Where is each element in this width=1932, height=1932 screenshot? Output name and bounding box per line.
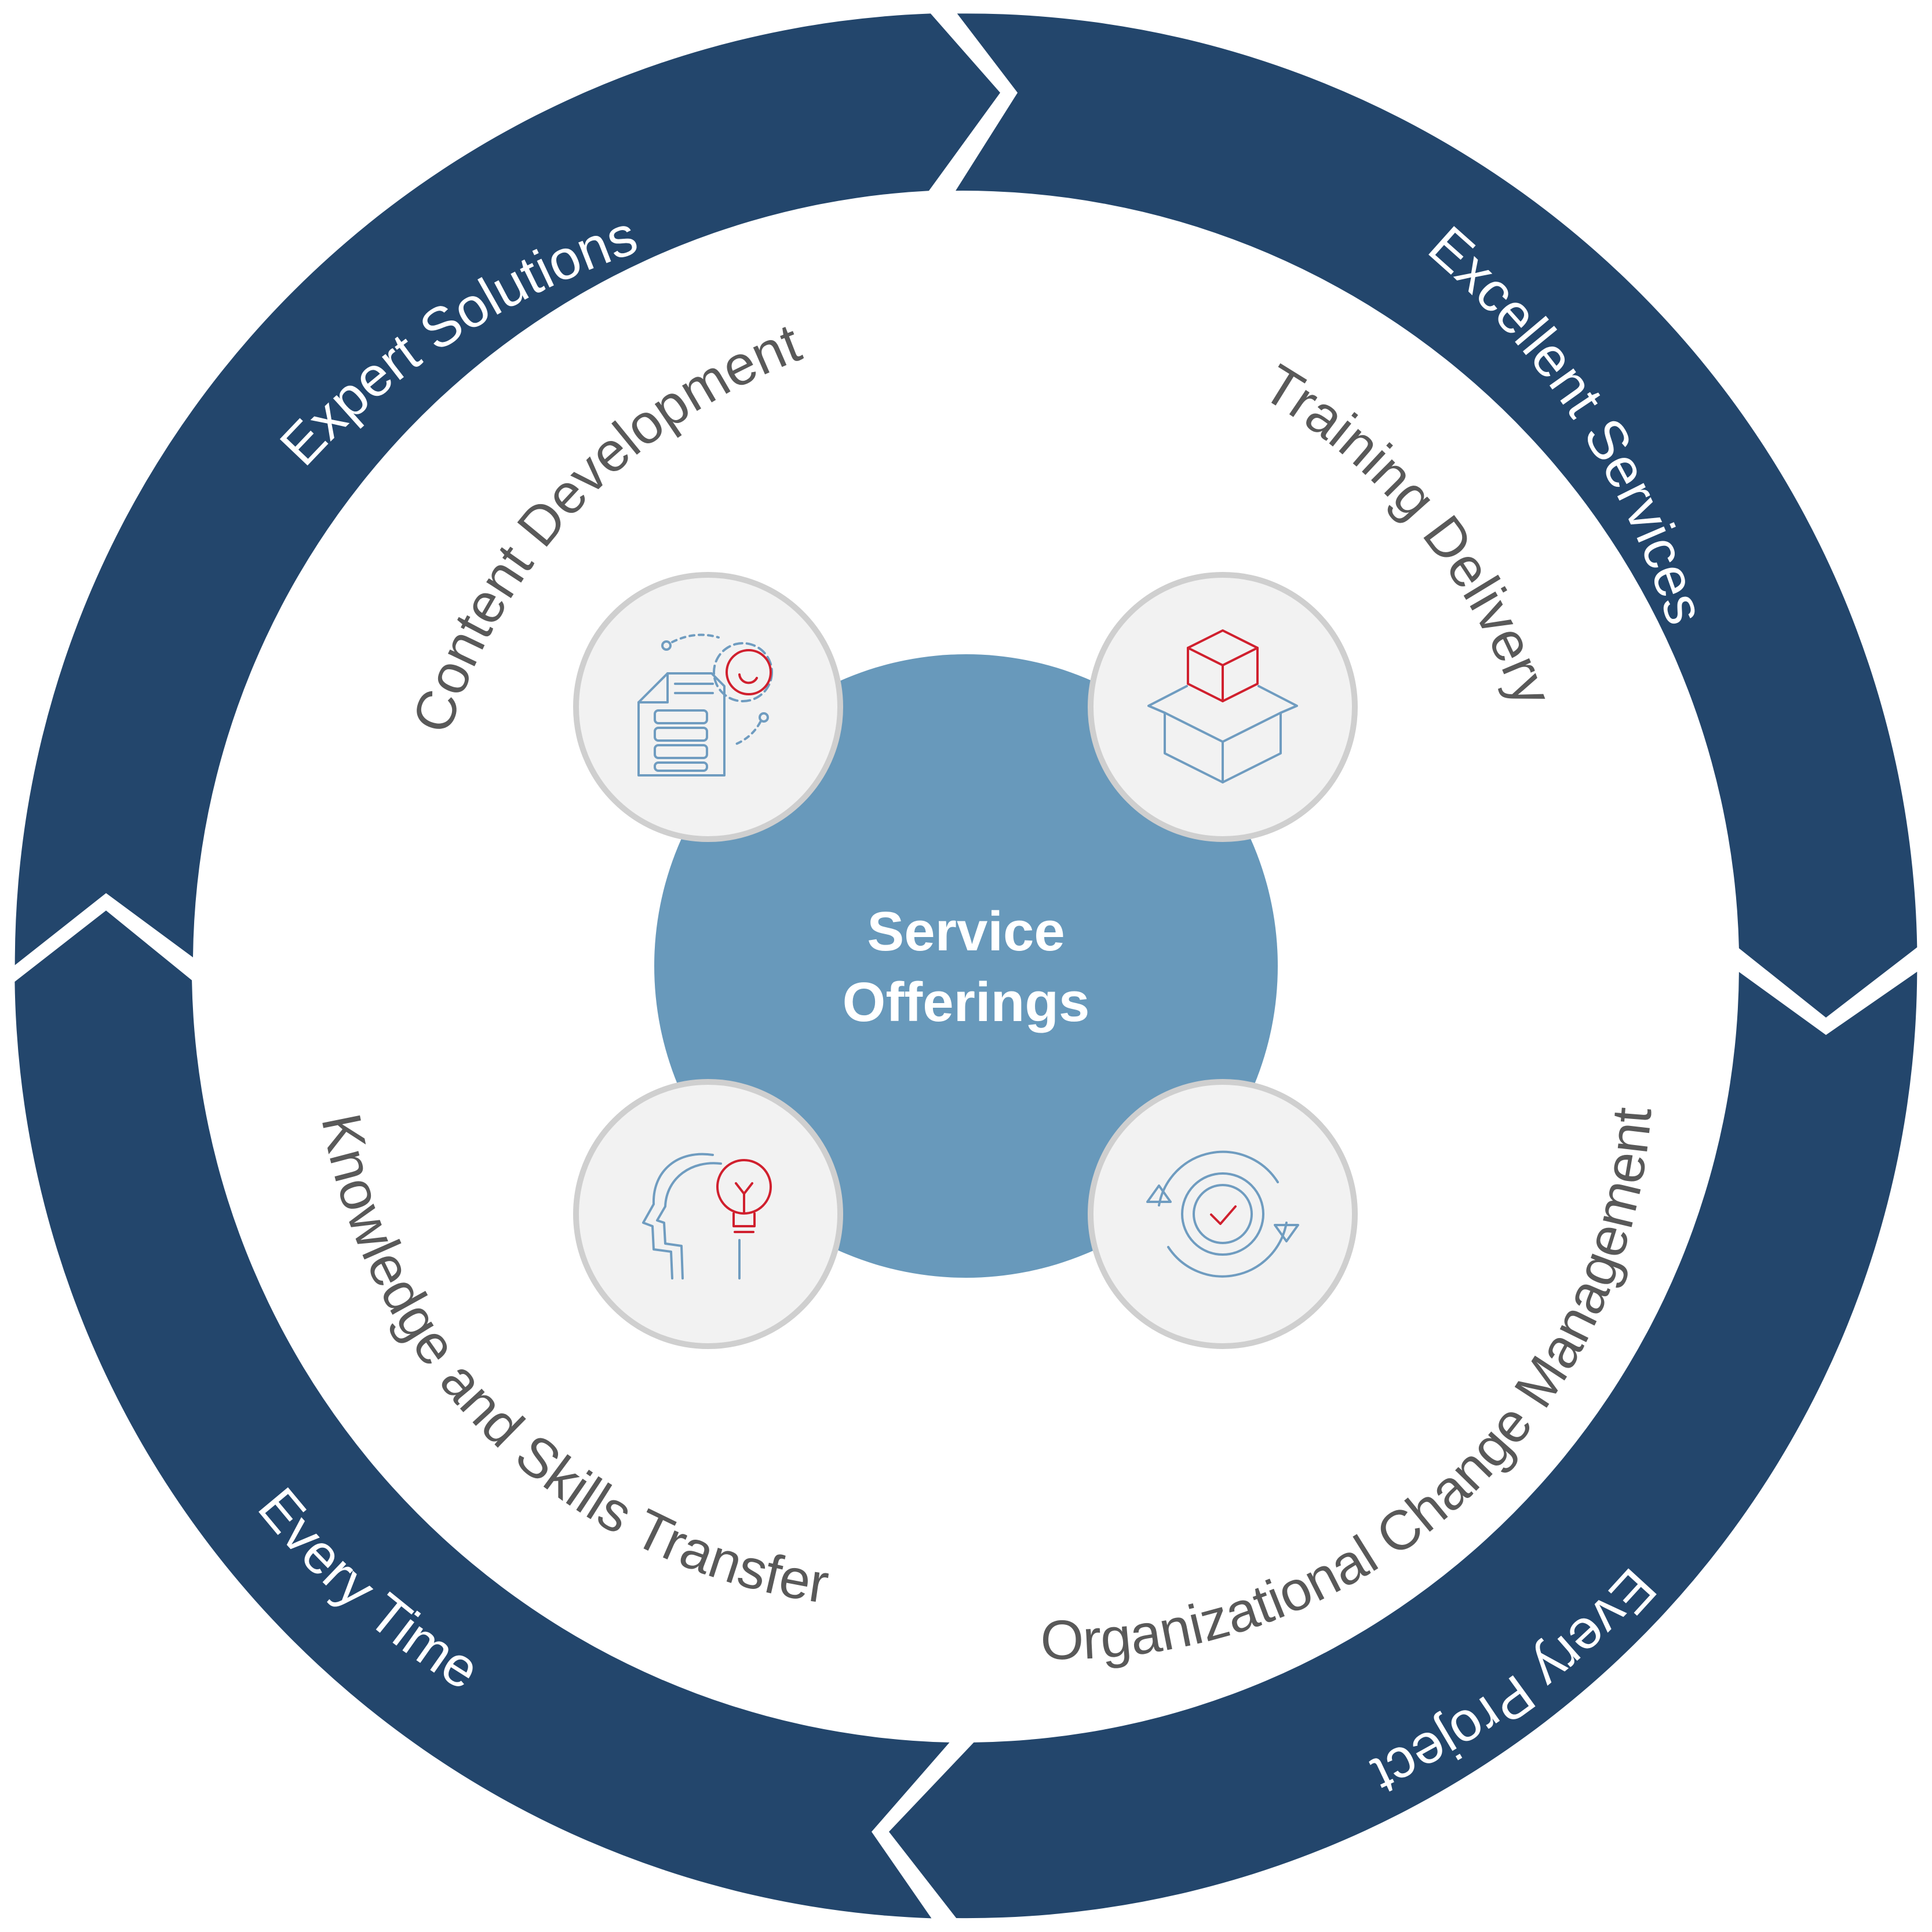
- cycle-check-icon: [1146, 1150, 1299, 1278]
- ring-segment-every-time: [14, 910, 950, 1919]
- ring-segment-every-project: [889, 971, 1918, 1919]
- knowledge-transfer-icon-bubble: [573, 1079, 843, 1349]
- ring-segment-excellent-services: [956, 13, 1918, 1018]
- open-box-icon: [1147, 629, 1298, 783]
- center-title-line1: Service: [867, 901, 1065, 963]
- cycle-ring: [14, 13, 1918, 1919]
- ring-segment-expert-solutions: [14, 13, 1000, 965]
- content-development-icon-bubble: [573, 572, 843, 842]
- document-gear-icon: [637, 633, 773, 777]
- change-management-icon-bubble: [1088, 1079, 1358, 1349]
- training-delivery-icon-bubble: [1088, 572, 1358, 842]
- center-hub: [654, 654, 1278, 1278]
- center-title-line2: Offerings: [843, 971, 1090, 1033]
- head-lightbulb-icon: [642, 1153, 772, 1280]
